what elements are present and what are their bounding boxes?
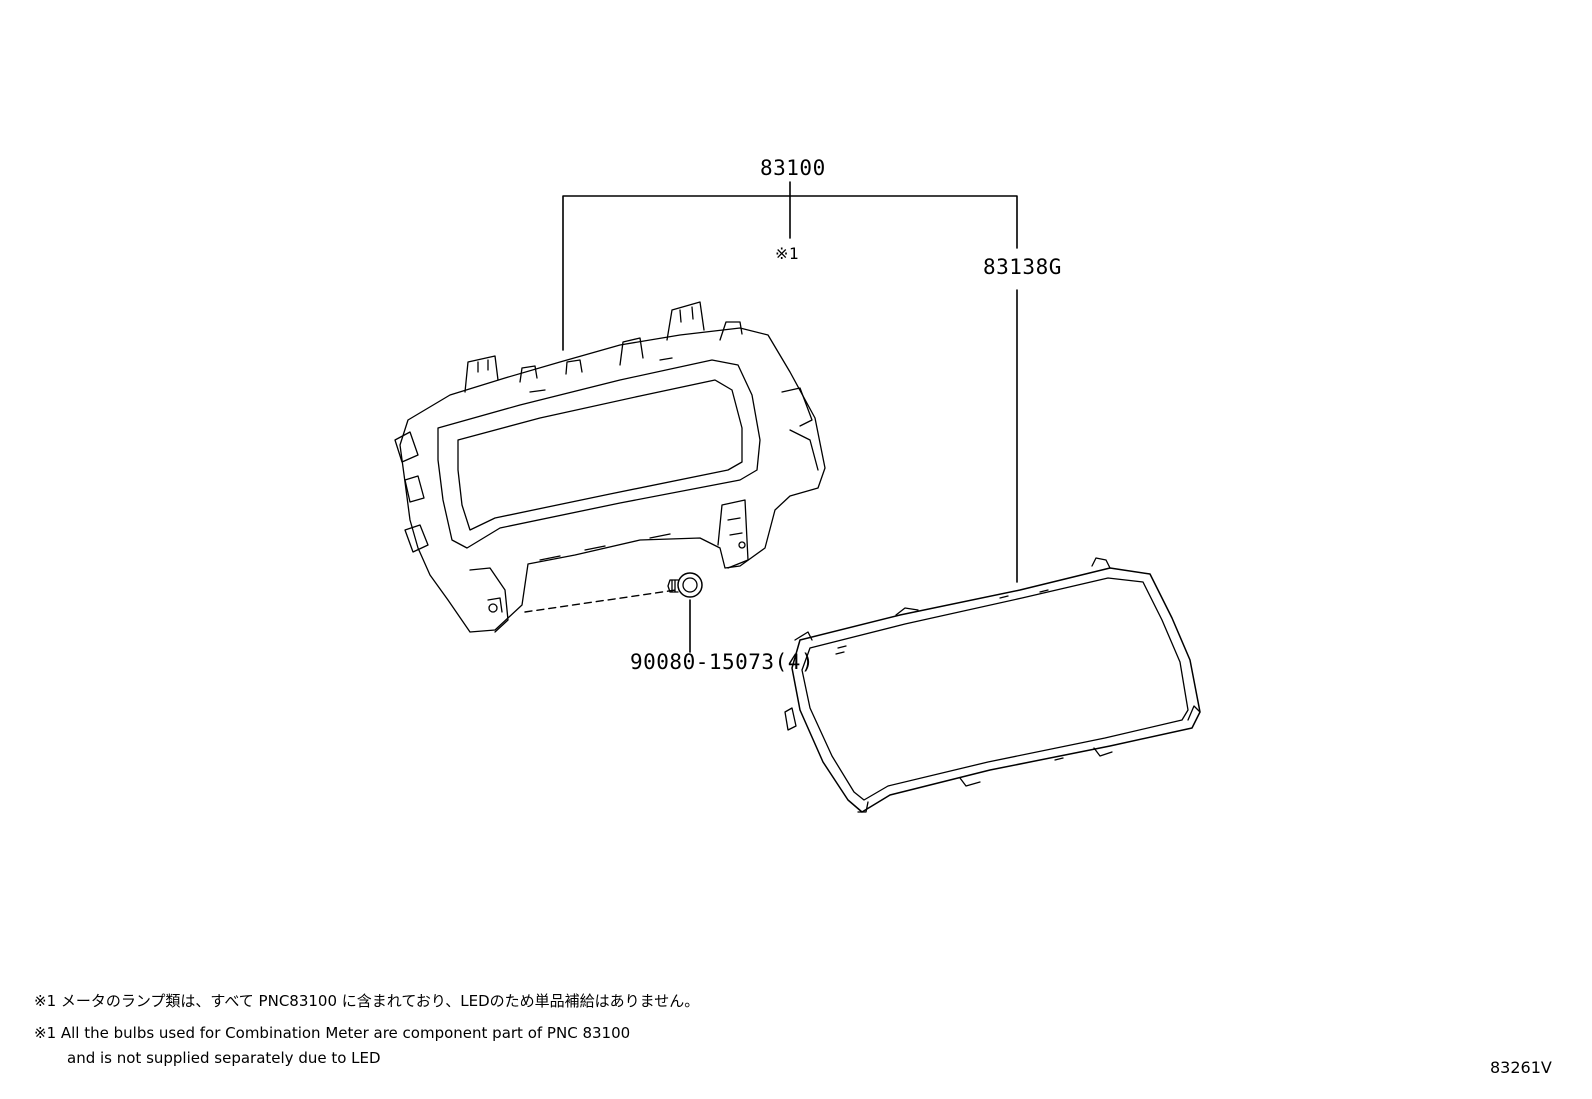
note-english-line1: ※1 All the bulbs used for Combination Me… [34, 1024, 631, 1042]
callout-90080-15073: 90080-15073(4) [630, 650, 815, 674]
callout-83100: 83100 [760, 156, 826, 180]
note-japanese: ※1 メータのランプ類は、すべて PNC83100 に含まれており、LEDのため… [34, 992, 700, 1010]
leader-lines [524, 181, 1018, 653]
callout-83138g: 83138G [983, 255, 1062, 279]
meter-lens-83138g [784, 557, 1201, 813]
illustration-reference: 83261V [1490, 1058, 1552, 1077]
combination-meter-assembly [394, 301, 826, 633]
note-english-line2: and is not supplied separately due to LE… [67, 1049, 381, 1067]
callout-note-marker: ※1 [775, 244, 800, 263]
screw-90080-15073 [667, 572, 703, 598]
